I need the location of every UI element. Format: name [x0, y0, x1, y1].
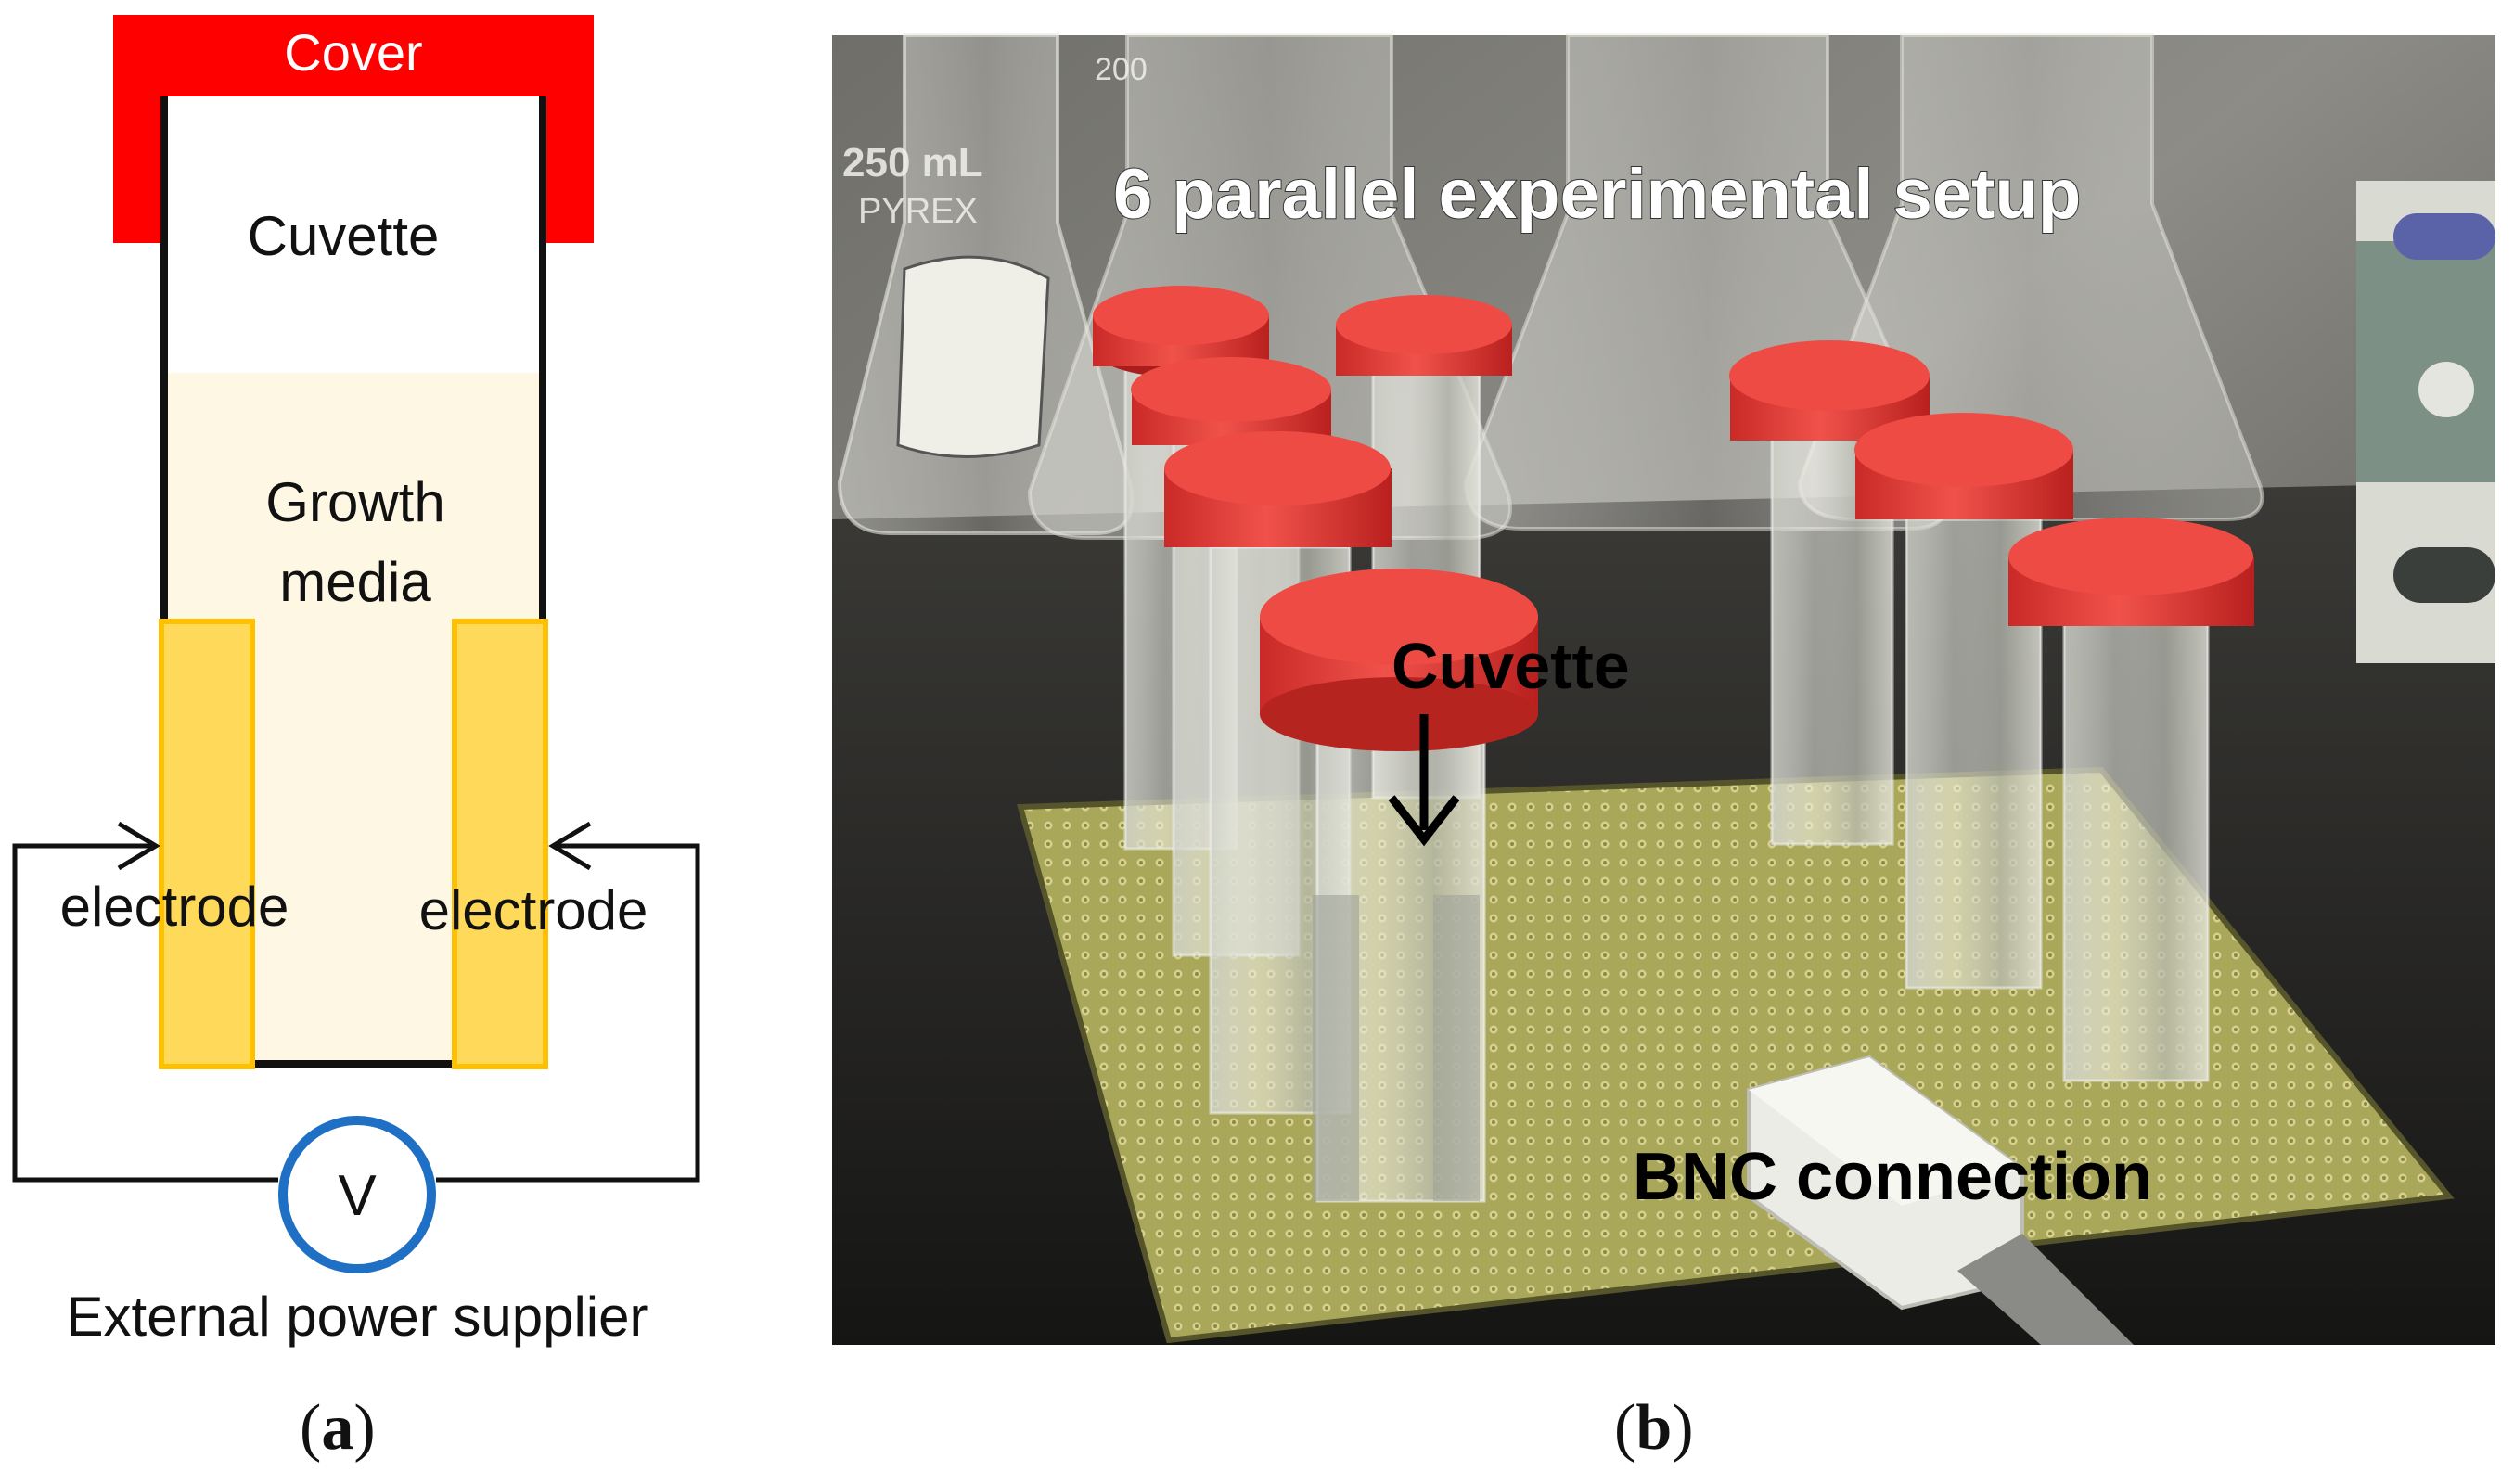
cover-cap — [113, 15, 594, 243]
voltmeter-symbol: V — [338, 1164, 377, 1228]
arrowhead-right — [548, 821, 592, 871]
photo-frame: 250 mL PYREX 200 — [832, 33, 2495, 1345]
caption-b: (b) — [1614, 1392, 1694, 1464]
electrode-right-label: electrode — [419, 879, 648, 941]
cuvette-right-3 — [2008, 518, 2254, 1082]
flask-scale-marking: 200 — [1095, 52, 1148, 87]
cuvette-schematic: Cover Cuvette Growth media electrode ele… — [12, 15, 700, 1348]
panel-a-schematic: Cover Cuvette Growth media electrode ele… — [0, 0, 816, 1484]
panel-b-photo: 250 mL PYREX 200 — [816, 0, 2514, 1484]
electrode-left-label: electrode — [60, 876, 289, 938]
media-label-line2: media — [279, 551, 431, 613]
electrode-right — [452, 619, 548, 1069]
flask-label-patch — [896, 255, 1050, 458]
caption-a-letter: a — [321, 1392, 354, 1464]
experimental-setup-photo: 250 mL PYREX 200 — [832, 33, 2495, 1345]
flask-brand-marking: PYREX — [858, 192, 978, 231]
bnc-connector — [1747, 1055, 2134, 1345]
voltmeter-circle — [278, 1116, 436, 1273]
flask-volume-marking: 250 mL — [842, 140, 983, 186]
circuit-wire-right — [436, 843, 700, 1183]
bnc-annotation: BNC connection — [1633, 1140, 2152, 1214]
cover-label: Cover — [284, 23, 422, 82]
caption-b-letter: b — [1635, 1392, 1673, 1464]
power-supply-label: External power supplier — [67, 1286, 648, 1348]
cuvette-pointer-arrow — [1388, 714, 1460, 847]
electrode-left — [159, 619, 255, 1069]
cuvette-right-2 — [1854, 413, 2073, 990]
arrowhead-left — [117, 821, 160, 871]
media-label-line1: Growth — [265, 471, 444, 533]
cuvette-label: Cuvette — [248, 205, 440, 267]
circuit-wire-left — [12, 843, 278, 1183]
instrument-box — [2356, 181, 2495, 663]
cuvette-annotation: Cuvette — [1392, 630, 1630, 702]
cuvette-front — [1260, 569, 1538, 1203]
setup-title: 6 parallel experimental setup — [1113, 155, 2081, 234]
caption-a: (a) — [300, 1392, 376, 1464]
